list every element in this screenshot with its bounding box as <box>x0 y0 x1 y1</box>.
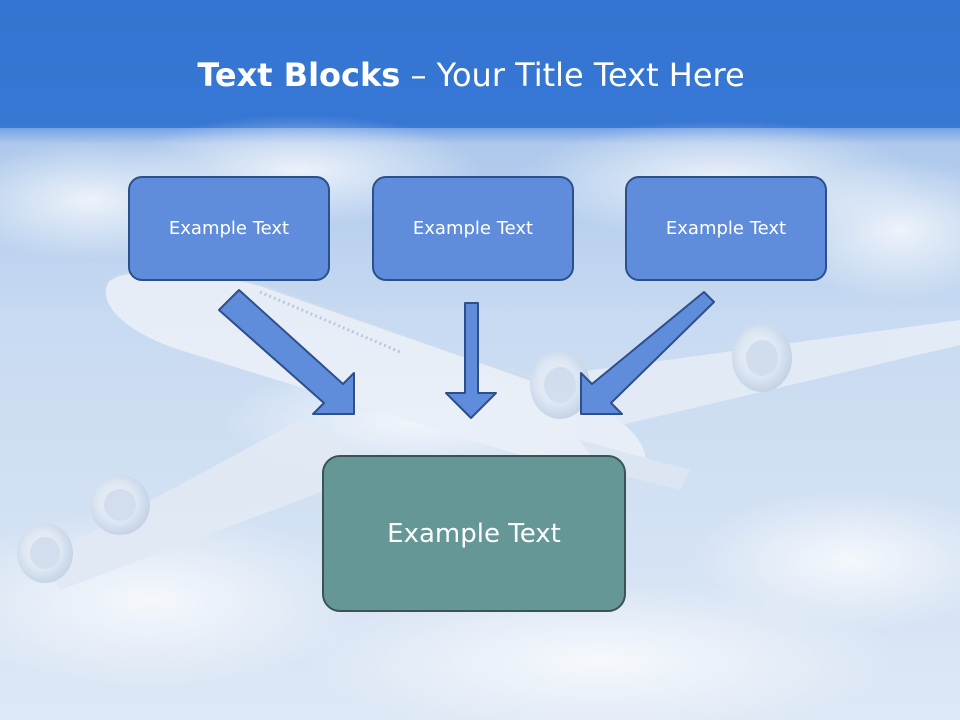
title-bold: Text Blocks <box>197 56 401 94</box>
text-block-1-label: Example Text <box>168 218 290 239</box>
text-block-2-label: Example Text <box>412 218 534 239</box>
text-block-3[interactable]: Example Text <box>625 176 827 281</box>
arrow-center-down <box>445 302 497 419</box>
text-block-2[interactable]: Example Text <box>372 176 574 281</box>
arrow-left-diagonal <box>218 289 355 415</box>
title-separator: – <box>400 56 437 94</box>
arrow-right-diagonal <box>580 291 715 415</box>
text-block-1[interactable]: Example Text <box>128 176 330 281</box>
title-rest: Your Title Text Here <box>436 56 745 94</box>
text-block-3-label: Example Text <box>665 218 787 239</box>
target-text-block-label: Example Text <box>387 518 561 549</box>
target-text-block[interactable]: Example Text <box>322 455 626 612</box>
slide-title: Text Blocks – Your Title Text Here <box>0 52 942 98</box>
